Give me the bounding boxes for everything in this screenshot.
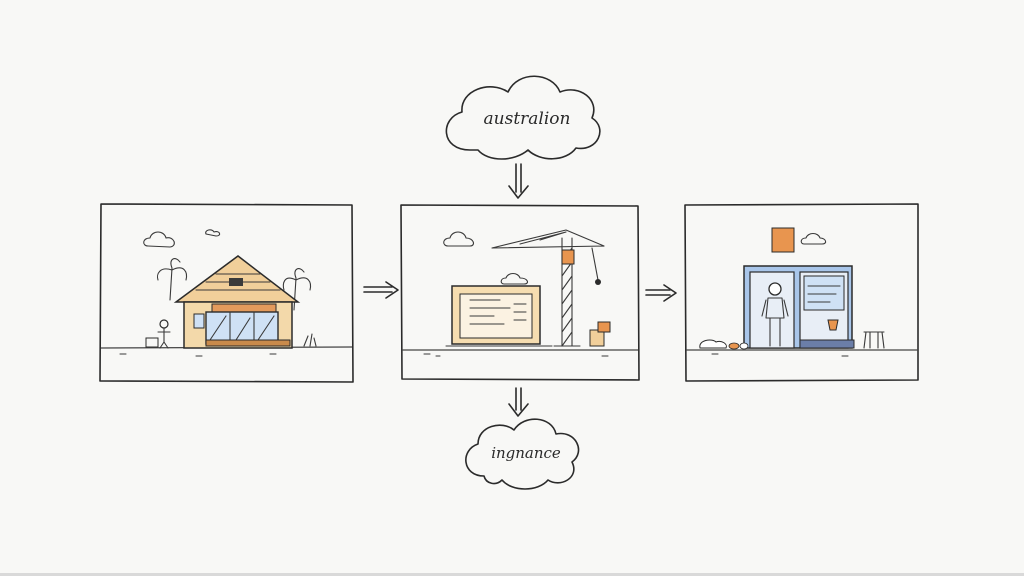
project-board-icon <box>445 285 553 347</box>
arrow-right-2-head <box>663 284 677 302</box>
palm-tree-icon <box>282 268 312 311</box>
panel-office-frame <box>684 203 919 382</box>
grass-icon <box>303 333 317 347</box>
panel-house-frame <box>99 203 354 383</box>
arrow-down-top <box>508 163 529 199</box>
panel-house <box>99 203 354 383</box>
small-cloud-icon <box>800 232 827 245</box>
office-worker-icon <box>743 265 855 349</box>
top-cloud-outline <box>445 75 601 160</box>
house-storefront-icon <box>173 255 301 349</box>
small-cloud-icon <box>500 272 529 285</box>
arrow-down-bottom-head <box>508 403 529 417</box>
palm-tree-icon <box>156 258 188 301</box>
arrow-down-bottom-shaft <box>515 387 522 411</box>
arrow-down-top-shaft <box>515 163 522 193</box>
page-bottom-rule <box>0 573 1024 576</box>
arrow-down-top-head <box>508 185 529 199</box>
top-cloud: australion <box>445 75 601 160</box>
worker-figure-icon <box>145 319 171 349</box>
panel-construction-frame <box>400 204 640 381</box>
ground-pebbles <box>119 353 277 357</box>
small-cloud-icon <box>205 229 221 237</box>
arrow-right-2-shaft <box>645 289 671 296</box>
small-cloud-icon <box>143 231 175 248</box>
barrels-icon <box>589 321 611 347</box>
arrow-right-1-shaft <box>363 286 393 293</box>
top-cloud-label: australion <box>484 109 571 129</box>
ground-pebbles <box>423 353 609 357</box>
arrow-right-1-head <box>385 281 399 299</box>
bottom-cloud-label: ingnance <box>491 444 561 462</box>
rocks-icon <box>699 339 749 350</box>
panel-construction <box>400 204 640 381</box>
stool-icon <box>863 331 885 349</box>
construction-crane-icon <box>491 229 605 347</box>
arrow-right-2 <box>645 284 677 302</box>
bottom-cloud: ingnance <box>465 418 580 490</box>
arrow-right-1 <box>363 281 399 299</box>
small-cloud-icon <box>443 231 475 247</box>
arrow-down-bottom <box>508 387 529 417</box>
bottom-cloud-outline <box>465 418 580 490</box>
panel-office <box>684 203 919 382</box>
ground-pebbles <box>711 353 849 357</box>
orange-sign-icon <box>771 227 795 253</box>
